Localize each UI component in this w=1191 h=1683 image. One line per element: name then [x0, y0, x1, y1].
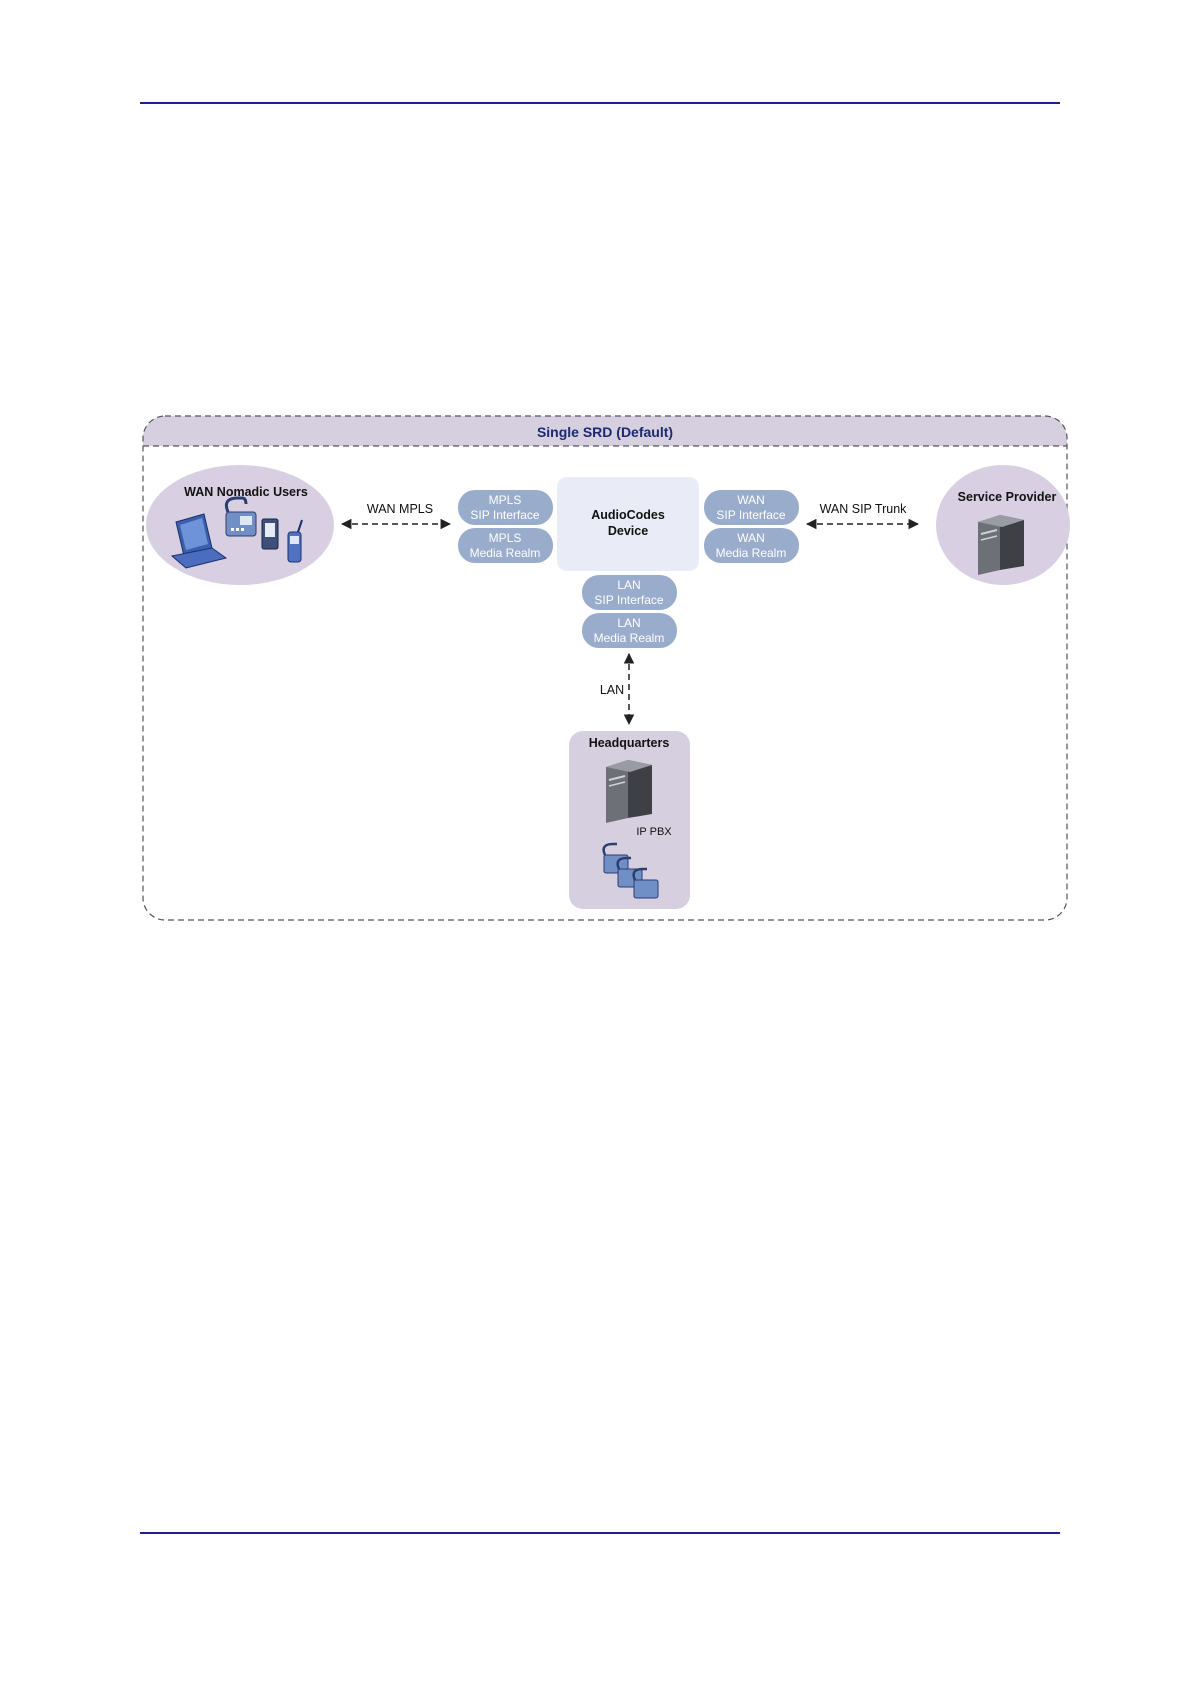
- device-label-line1: AudioCodes: [591, 508, 665, 522]
- lan-sip-line2: SIP Interface: [594, 593, 663, 607]
- link-wan-sip-trunk-label: WAN SIP Trunk: [820, 502, 908, 516]
- wan-nomadic-users-label: WAN Nomadic Users: [184, 485, 308, 499]
- lan-sip-line1: LAN: [617, 578, 640, 592]
- pda-icon: [262, 519, 278, 549]
- server-icon: [978, 515, 1024, 575]
- service-provider-node: Service Provider: [936, 465, 1070, 585]
- ip-pbx-server-icon: [606, 760, 652, 823]
- lan-sip-interface-pill: LAN SIP Interface: [582, 575, 677, 610]
- link-lan: LAN: [600, 654, 629, 724]
- audiocodes-device-node: AudioCodes Device: [557, 477, 699, 571]
- link-wan-sip-trunk: WAN SIP Trunk: [807, 502, 918, 524]
- device-label-line2: Device: [608, 524, 648, 538]
- link-wan-mpls-label: WAN MPLS: [367, 502, 433, 516]
- lan-media-line2: Media Realm: [594, 631, 665, 645]
- headquarters-label: Headquarters: [589, 736, 670, 750]
- service-provider-label: Service Provider: [958, 490, 1057, 504]
- headquarters-node: Headquarters IP PBX: [569, 731, 690, 909]
- wan-media-realm-pill: WAN Media Realm: [704, 528, 799, 563]
- mpls-media-line1: MPLS: [489, 531, 522, 545]
- wan-media-line1: WAN: [737, 531, 765, 545]
- lan-media-line1: LAN: [617, 616, 640, 630]
- srd-frame-title: Single SRD (Default): [537, 424, 673, 440]
- ip-pbx-label: IP PBX: [636, 826, 672, 838]
- link-lan-label: LAN: [600, 683, 624, 697]
- mpls-sip-line1: MPLS: [489, 493, 522, 507]
- wan-sip-line2: SIP Interface: [716, 508, 785, 522]
- mpls-media-line2: Media Realm: [470, 546, 541, 560]
- wan-media-line2: Media Realm: [716, 546, 787, 560]
- mpls-media-realm-pill: MPLS Media Realm: [458, 528, 553, 563]
- mpls-sip-interface-pill: MPLS SIP Interface: [458, 490, 553, 525]
- wan-sip-interface-pill: WAN SIP Interface: [704, 490, 799, 525]
- lan-media-realm-pill: LAN Media Realm: [582, 613, 677, 648]
- mpls-sip-line2: SIP Interface: [470, 508, 539, 522]
- link-wan-mpls: WAN MPLS: [342, 502, 450, 524]
- wan-sip-line1: WAN: [737, 493, 765, 507]
- wan-nomadic-users-node: WAN Nomadic Users: [146, 465, 334, 585]
